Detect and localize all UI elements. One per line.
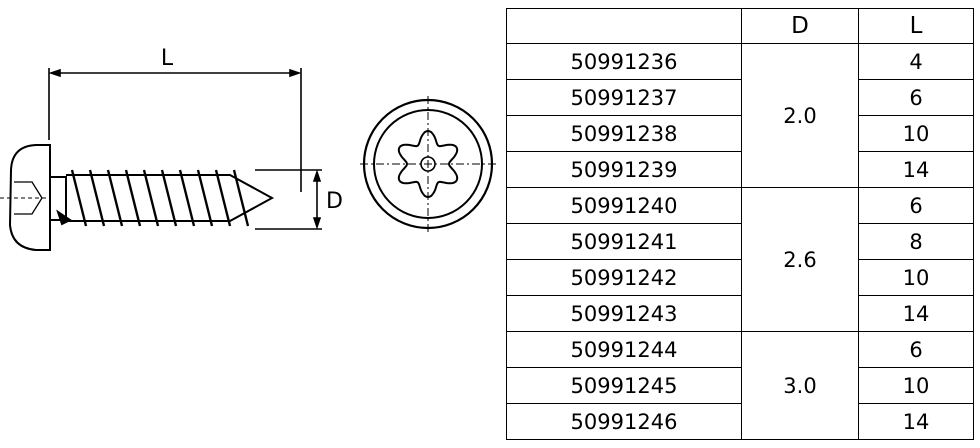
length-value: 14 xyxy=(858,151,974,188)
thread-line xyxy=(106,169,124,227)
length-value: 6 xyxy=(858,79,974,116)
part-code: 50991245 xyxy=(506,367,742,404)
length-value: 4 xyxy=(858,43,974,80)
part-code: 50991236 xyxy=(506,43,742,80)
table-header-row: D L xyxy=(506,8,974,44)
spec-table: D L 50991236 2.0 4 50991237 6 50991238 1… xyxy=(506,8,974,440)
table-row: 50991236 2.0 4 xyxy=(506,43,974,188)
table-row: 50991246 14 xyxy=(506,403,974,440)
thread-line xyxy=(232,169,250,227)
thread-line xyxy=(88,169,106,227)
thread-line xyxy=(142,169,160,227)
length-value: 8 xyxy=(858,223,974,260)
torx-recess-icon xyxy=(397,129,459,199)
thread-line xyxy=(178,169,196,227)
diameter-label: D xyxy=(326,189,343,214)
part-code: 50991241 xyxy=(506,223,742,260)
screw-threads xyxy=(70,169,250,227)
length-value: 6 xyxy=(858,331,974,368)
part-code: 50991244 xyxy=(506,331,742,368)
table-row: 50991241 8 xyxy=(506,223,974,260)
diameter-value: 3.0 xyxy=(741,331,859,440)
part-code: 50991238 xyxy=(506,115,742,152)
table-row: 50991237 6 xyxy=(506,79,974,116)
screw-head xyxy=(0,144,51,251)
table-row: 50991240 2.6 6 xyxy=(506,187,974,332)
table-row: 50991245 10 xyxy=(506,367,974,404)
table-row: 50991243 14 xyxy=(506,295,974,332)
table-row: 50991238 10 xyxy=(506,115,974,152)
diameter-value: 2.0 xyxy=(741,43,859,188)
length-value: 10 xyxy=(858,259,974,296)
head-top-view xyxy=(360,96,496,232)
length-label: L xyxy=(161,46,174,71)
table-row: 50991242 10 xyxy=(506,259,974,296)
header-l: L xyxy=(858,8,974,44)
part-code: 50991242 xyxy=(506,259,742,296)
length-value: 14 xyxy=(858,403,974,440)
thread-line xyxy=(124,169,142,227)
part-code: 50991239 xyxy=(506,151,742,188)
length-dimension xyxy=(48,68,302,192)
table-row: 50991244 3.0 6 xyxy=(506,331,974,440)
part-code: 50991246 xyxy=(506,403,742,440)
length-value: 10 xyxy=(858,367,974,404)
length-value: 14 xyxy=(858,295,974,332)
length-value: 6 xyxy=(858,187,974,224)
part-code: 50991240 xyxy=(506,187,742,224)
diameter-value: 2.6 xyxy=(741,187,859,332)
diameter-dimension xyxy=(255,169,322,230)
thread-line xyxy=(70,169,88,227)
length-value: 10 xyxy=(858,115,974,152)
header-code xyxy=(506,8,742,44)
table-row: 50991239 14 xyxy=(506,151,974,188)
part-code: 50991243 xyxy=(506,295,742,332)
header-d: D xyxy=(741,8,859,44)
screw-drawing: L D xyxy=(0,46,496,251)
part-code: 50991237 xyxy=(506,79,742,116)
thread-line xyxy=(196,169,214,227)
thread-line xyxy=(214,169,232,227)
thread-line xyxy=(160,169,178,227)
